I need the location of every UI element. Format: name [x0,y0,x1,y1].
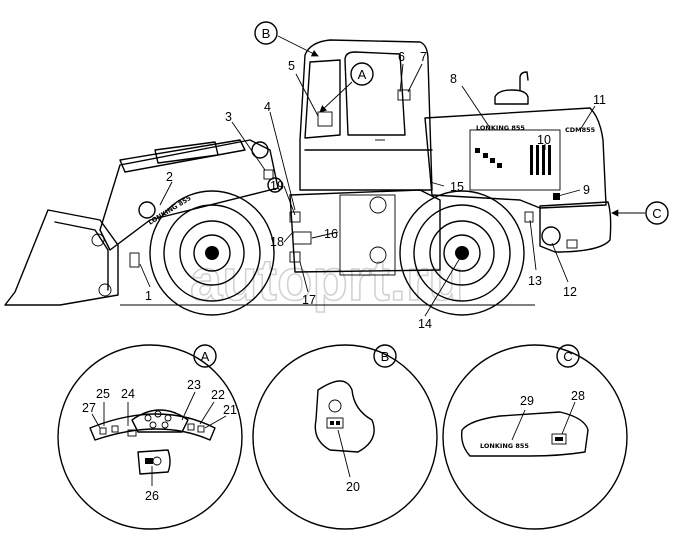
part-number-labels: 1 2 3 4 5 6 7 8 9 10 11 12 13 14 15 16 1… [145,50,606,331]
label-18: 18 [270,235,284,249]
label-26: 26 [145,489,159,503]
hood-vent-grille [475,145,551,175]
operator-cab [299,39,433,191]
label-14: 14 [418,317,432,331]
decal-16-plate [292,231,312,245]
detail-view-a: A 25 24 27 23 22 21 26 [57,344,243,530]
svg-text:A: A [358,67,367,82]
leader-lines [139,63,596,317]
loader-frame [289,189,441,276]
label-4: 4 [264,100,271,114]
view-marker-b: B [254,21,319,57]
svg-text:B: B [262,26,271,41]
label-25: 25 [96,387,110,401]
label-15: 15 [450,180,464,194]
svg-text:B: B [381,349,390,364]
decal-9-square [553,193,560,200]
decal-13-plate [524,211,534,223]
label-27: 27 [82,401,96,415]
label-16: 16 [324,227,338,241]
label-20: 20 [346,480,360,494]
detail-view-b: B 20 [252,344,438,530]
svg-text:C: C [652,206,661,221]
view-marker-c: C [611,201,669,225]
svg-text:C: C [563,349,572,364]
label-6: 6 [398,50,405,64]
label-12: 12 [563,285,577,299]
engine-hood: LONKING 855 CDM855 [424,71,612,253]
label-23: 23 [187,378,201,392]
label-3: 3 [225,110,232,124]
label-22: 22 [211,388,225,402]
rear-light [541,226,561,246]
detail-view-c: C LONKING 855 29 28 [442,344,628,530]
label-2: 2 [166,170,173,184]
label-29: 29 [520,394,534,408]
watermark-text: autoprt.ru [190,248,464,313]
label-10: 10 [537,133,551,147]
label-19: 19 [270,179,284,193]
body-decal-text: LONKING 855 [476,124,525,132]
svg-text:A: A [201,349,210,364]
label-13: 13 [528,274,542,288]
label-24: 24 [121,387,135,401]
view-marker-a: A [319,62,374,113]
label-5: 5 [288,59,295,73]
rear-wheel [399,190,525,316]
detail-c-decal-text: LONKING 855 [480,442,529,450]
label-8: 8 [450,72,457,86]
label-9: 9 [583,183,590,197]
label-28: 28 [571,389,585,403]
label-1: 1 [145,289,152,303]
bucket [4,209,140,306]
boom-decal-text: LONKING 855 [147,194,193,227]
label-17: 17 [302,293,316,307]
label-11: 11 [593,93,606,107]
label-7: 7 [420,50,427,64]
label-21: 21 [223,403,237,417]
